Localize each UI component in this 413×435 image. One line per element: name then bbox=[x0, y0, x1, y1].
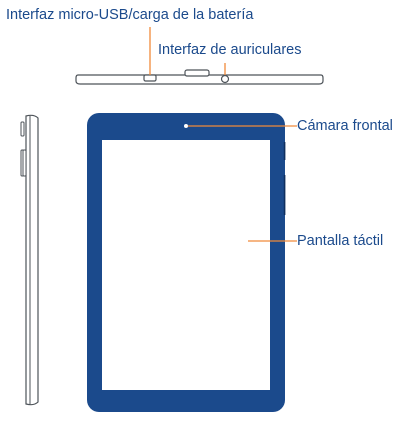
micro-usb-port-icon bbox=[143, 74, 157, 82]
top-button bbox=[184, 69, 210, 77]
micro-usb-label: Interfaz micro-USB/carga de la batería bbox=[6, 7, 254, 23]
side-button-icon bbox=[20, 121, 25, 137]
headphone-jack-icon bbox=[220, 74, 230, 84]
touchscreen-area bbox=[102, 140, 270, 390]
headphones-label: Interfaz de auriculares bbox=[158, 42, 302, 58]
front-view bbox=[87, 113, 286, 412]
side-edge-view bbox=[20, 114, 39, 406]
top-edge-view bbox=[75, 69, 324, 85]
callout-lines bbox=[149, 27, 297, 242]
touchscreen-label: Pantalla táctil bbox=[297, 233, 384, 249]
front-camera-icon bbox=[184, 124, 188, 128]
front-camera-label: Cámara frontal bbox=[297, 118, 393, 134]
